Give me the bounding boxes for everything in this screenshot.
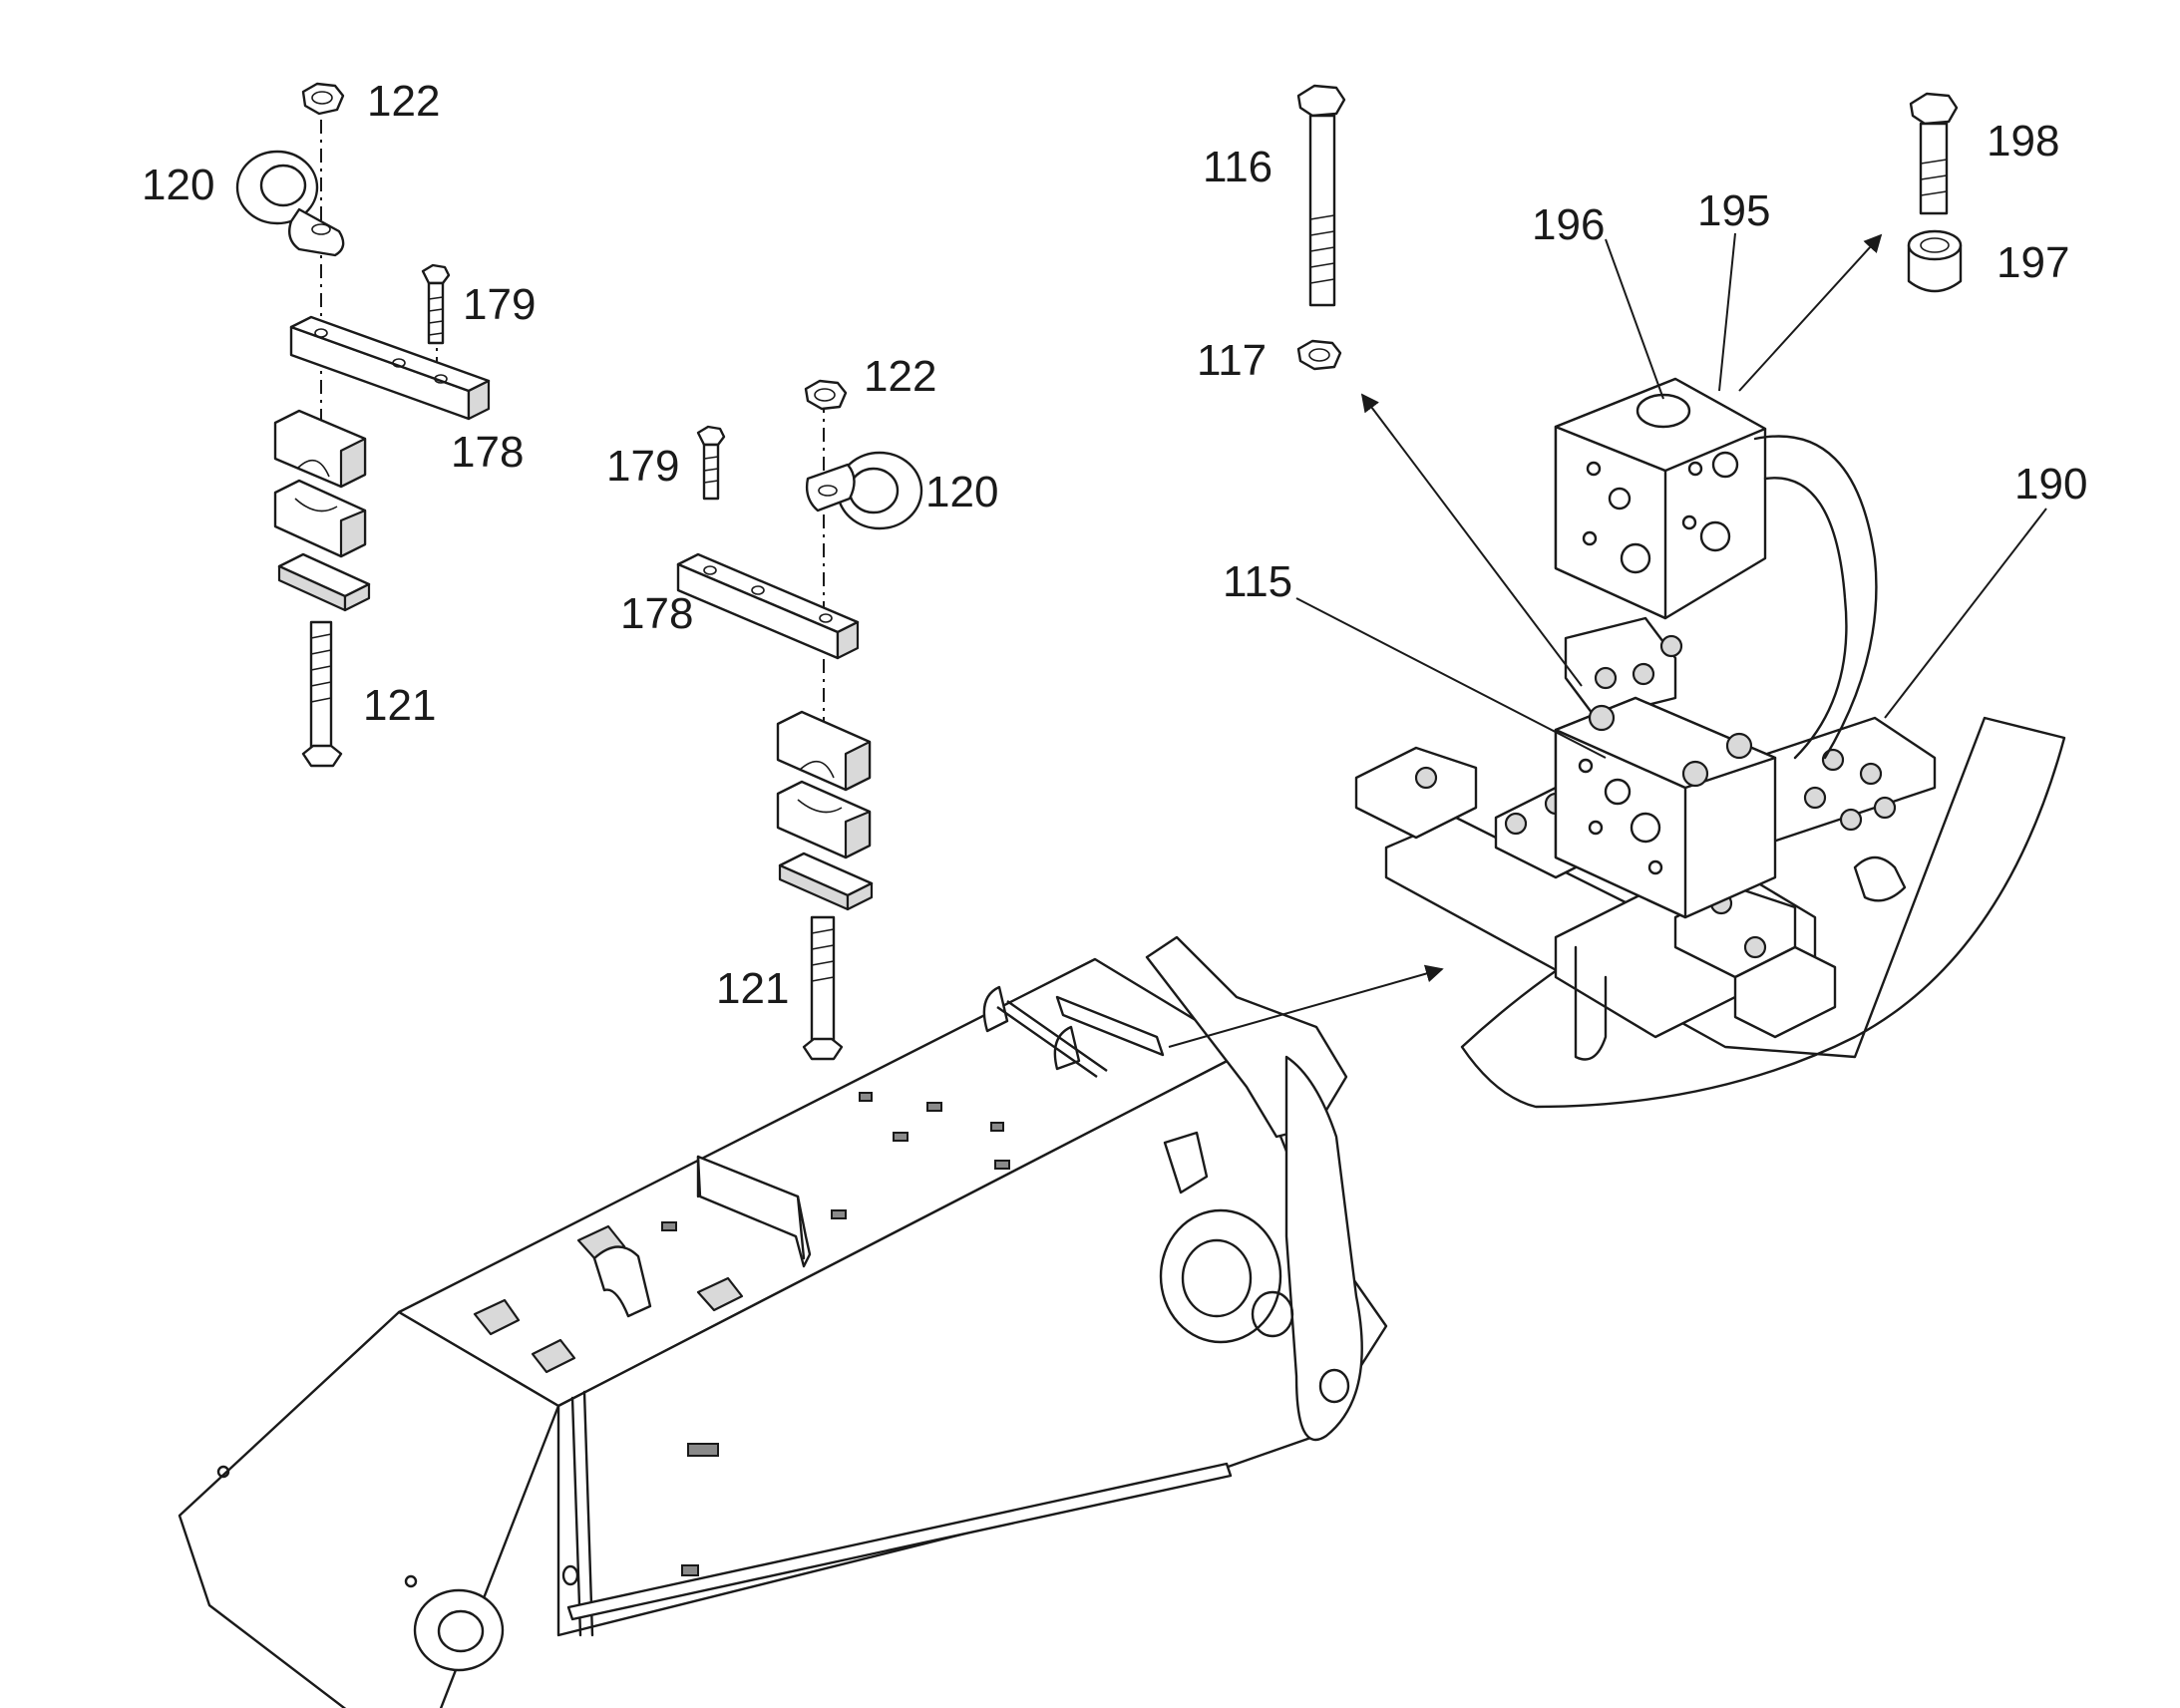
hex-nut-122-b: [804, 379, 848, 411]
clamp-half-upper: [273, 409, 367, 489]
label-116: 116: [1203, 143, 1272, 191]
hex-nut-117: [1296, 339, 1342, 371]
boom-assembly: [178, 935, 1388, 1708]
leader-lines: [1168, 232, 2047, 1048]
label-120: 120: [925, 468, 998, 516]
hex-nut-122: [301, 82, 345, 116]
label-198: 198: [1987, 117, 2059, 166]
label-121: 121: [716, 964, 789, 1013]
leader-195: [1718, 232, 1736, 392]
clamp-half-lower: [273, 479, 367, 558]
label-117: 117: [1197, 336, 1267, 385]
label-195: 195: [1697, 186, 1770, 235]
bolt-198: [1909, 92, 1959, 215]
socket-head-plug: [1635, 393, 1691, 429]
label-115: 115: [1223, 557, 1292, 606]
nut-117-arrow: [1360, 393, 1583, 687]
label-179: 179: [463, 280, 536, 329]
clamp-half-lower-b: [776, 780, 872, 859]
left-clamp-stack: [235, 82, 491, 768]
center-clamp-stack: [676, 379, 923, 1061]
saddle-mounts: [473, 1224, 744, 1374]
label-122: 122: [367, 77, 440, 126]
label-179: 179: [606, 442, 679, 491]
detail-view: [1296, 84, 2066, 1109]
plate-178: [289, 315, 491, 421]
rear-pivot-boss: [413, 1588, 505, 1672]
lower-manifold-block: [1554, 696, 1777, 919]
label-197: 197: [1997, 238, 2069, 287]
leader-190: [1884, 508, 2047, 719]
plate-178-b: [676, 552, 860, 660]
front-pivot-lugs: [1145, 935, 1363, 1442]
lower-cylinder-rod: [566, 1462, 1233, 1621]
bolt-116: [1296, 84, 1346, 307]
label-196: 196: [1532, 200, 1605, 249]
label-122: 122: [864, 352, 936, 401]
label-190: 190: [2014, 460, 2087, 509]
detail-bolts: [1414, 634, 1897, 959]
bolt-179-b: [696, 425, 726, 501]
clamp-half-upper-b: [776, 710, 872, 792]
label-121: 121: [363, 681, 436, 730]
threaded-stud-121: [301, 620, 343, 768]
pipe-clamp-120-b: [805, 451, 923, 530]
label-178: 178: [451, 428, 524, 477]
leader-196: [1605, 238, 1664, 400]
part-labels: 122 120 179 178 121 122 179 120 178 121 …: [142, 77, 2087, 1013]
label-120: 120: [142, 161, 214, 209]
spacer-197: [1907, 229, 1963, 293]
pipe-clamp-120: [235, 150, 345, 257]
washer-plate: [277, 552, 371, 612]
threaded-stud-121-b: [802, 915, 844, 1061]
top-brackets: [696, 985, 1165, 1268]
upper-manifold-block: [1554, 377, 1878, 760]
washer-plate-b: [778, 852, 874, 911]
bolt-179: [421, 263, 451, 345]
spacer-arrow: [1738, 233, 1883, 392]
boom-small-details: [216, 1092, 1010, 1588]
leader-115: [1295, 597, 1607, 759]
boom-left-face: [178, 1310, 560, 1708]
detail-arrow: [1168, 964, 1444, 1048]
label-178: 178: [620, 589, 693, 638]
